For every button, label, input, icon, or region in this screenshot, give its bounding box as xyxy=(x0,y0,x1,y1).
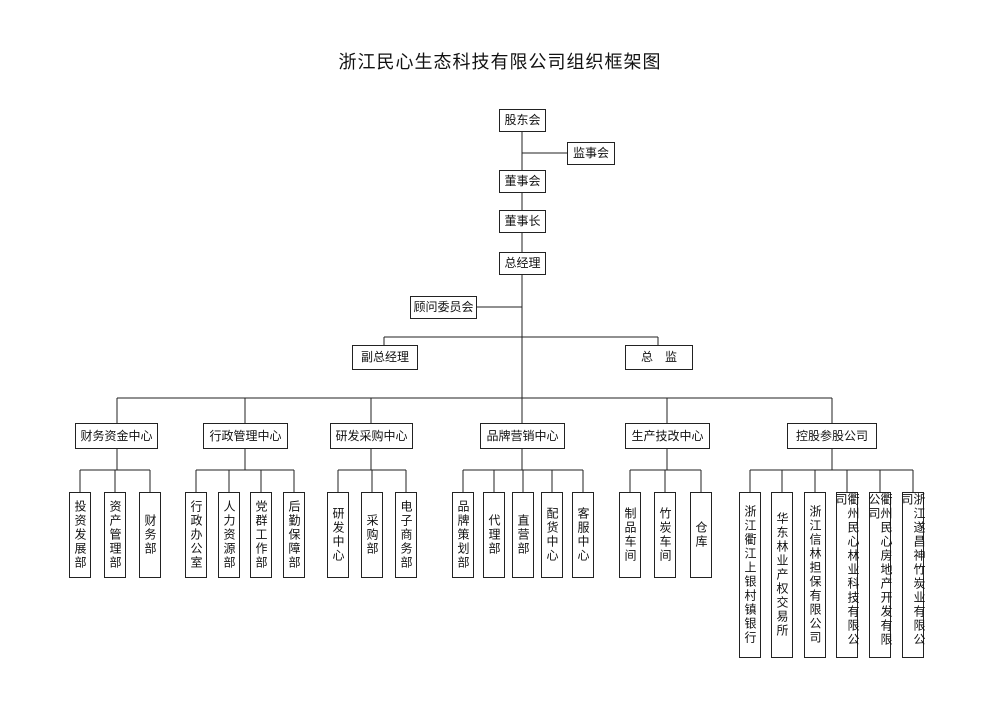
general-manager-box: 总经理 xyxy=(499,252,546,275)
dept-label: 行政办公室 xyxy=(189,500,203,570)
dept-rnd-center: 研发中心 xyxy=(327,492,349,578)
dept-label: 后勤保障部 xyxy=(287,500,301,570)
dept-products-workshop: 制品车间 xyxy=(619,492,641,578)
dept-label: 竹炭车间 xyxy=(658,507,672,563)
dept-party-affairs: 党群工作部 xyxy=(250,492,272,578)
shareholders-box: 股东会 xyxy=(499,109,546,132)
dept-label: 采购部 xyxy=(365,514,379,556)
dept-agency: 代理部 xyxy=(483,492,505,578)
dept-label: 制品车间 xyxy=(623,507,637,563)
deputy-gm-box: 副总经理 xyxy=(352,345,418,370)
dept-asset-management: 资产管理部 xyxy=(104,492,126,578)
dept-charcoal-workshop: 竹炭车间 xyxy=(654,492,676,578)
center-production: 生产技改中心 xyxy=(625,423,710,449)
dept-logistics: 后勤保障部 xyxy=(283,492,305,578)
company-label: 浙江衢江上银村镇银行 xyxy=(743,505,757,645)
dept-label: 品牌策划部 xyxy=(456,500,470,570)
company-label: 华东林业产权交易所 xyxy=(775,512,789,638)
center-finance: 财务资金中心 xyxy=(75,423,158,449)
company-charcoal: 浙江遂昌神竹炭业有限公司 xyxy=(900,492,926,658)
dept-investment: 投资发展部 xyxy=(69,492,91,578)
dept-warehouse: 仓库 xyxy=(690,492,712,578)
center-admin: 行政管理中心 xyxy=(203,423,288,449)
dept-label: 客服中心 xyxy=(576,507,590,563)
dept-label: 代理部 xyxy=(487,514,501,556)
company-label: 浙江信林担保有限公司 xyxy=(808,505,822,645)
dept-label: 资产管理部 xyxy=(108,500,122,570)
dept-label: 电子商务部 xyxy=(399,500,413,570)
dept-hr: 人力资源部 xyxy=(218,492,240,578)
dept-ecommerce: 电子商务部 xyxy=(395,492,417,578)
chart-title: 浙江民心生态科技有限公司组织框架图 xyxy=(338,52,662,73)
chairman-box: 董事长 xyxy=(499,210,546,233)
supervisors-box: 监事会 xyxy=(567,142,615,165)
board-box: 董事会 xyxy=(499,170,546,193)
dept-label: 投资发展部 xyxy=(73,500,87,570)
dept-label: 仓库 xyxy=(694,521,708,549)
dept-purchasing: 采购部 xyxy=(361,492,383,578)
dept-admin-office: 行政办公室 xyxy=(185,492,207,578)
dept-label: 配货中心 xyxy=(545,507,559,563)
company-label: 衢州民心林业科技有限公司 xyxy=(834,493,860,647)
company-guarantee: 浙江信林担保有限公司 xyxy=(804,492,826,658)
dept-direct-sales: 直营部 xyxy=(512,492,534,578)
company-forestry-tech: 衢州民心林业科技有限公司 xyxy=(834,492,860,658)
center-holdings: 控股参股公司 xyxy=(787,423,877,449)
dept-label: 研发中心 xyxy=(331,507,345,563)
center-brand-marketing: 品牌营销中心 xyxy=(480,423,565,449)
company-bank: 浙江衢江上银村镇银行 xyxy=(739,492,761,658)
dept-label: 人力资源部 xyxy=(222,500,236,570)
dept-finance: 财务部 xyxy=(139,492,161,578)
company-real-estate: 衢州民心房地产开发有限公司 xyxy=(867,492,893,658)
dept-label: 直营部 xyxy=(516,514,530,556)
dept-distribution: 配货中心 xyxy=(541,492,563,578)
dept-customer-service: 客服中心 xyxy=(572,492,594,578)
dept-brand-planning: 品牌策划部 xyxy=(452,492,474,578)
company-exchange: 华东林业产权交易所 xyxy=(771,492,793,658)
company-label: 浙江遂昌神竹炭业有限公司 xyxy=(900,493,926,647)
company-label: 衢州民心房地产开发有限公司 xyxy=(867,493,893,647)
advisory-committee-box: 顾问委员会 xyxy=(410,296,477,319)
dept-label: 财务部 xyxy=(143,514,157,556)
dept-label: 党群工作部 xyxy=(254,500,268,570)
director-box: 总 监 xyxy=(625,345,693,370)
center-rnd-purchasing: 研发采购中心 xyxy=(330,423,413,449)
